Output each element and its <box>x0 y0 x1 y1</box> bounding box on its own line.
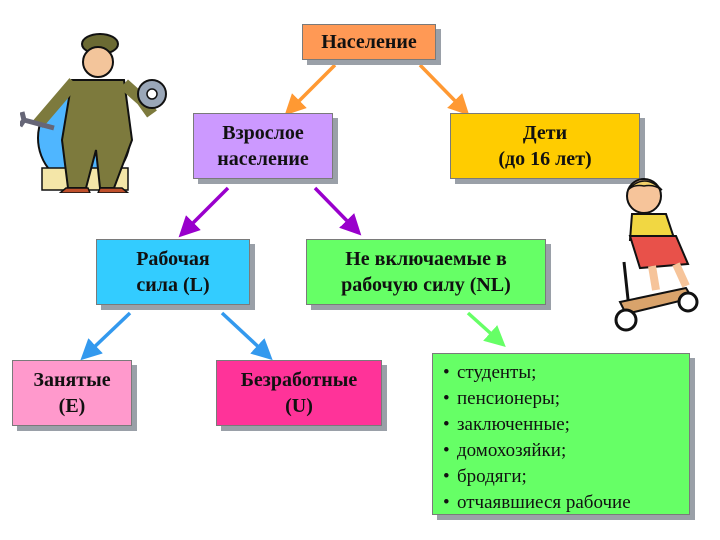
node-employed: Занятые (E) <box>12 360 132 426</box>
node-labor-force: Рабочая сила (L) <box>96 239 250 305</box>
arrow-notincluded-list <box>466 311 506 348</box>
node-population: Население <box>302 24 436 60</box>
node-labor-force-line2: сила (L) <box>136 274 210 296</box>
node-unemployed: Безработные (U) <box>216 360 382 426</box>
list-item: пенсионеры; <box>443 386 683 412</box>
list-item: заключенные; <box>443 412 683 438</box>
node-unemployed-line1: Безработные <box>240 369 358 391</box>
node-children: Дети (до 16 лет) <box>450 113 640 179</box>
arrow-labor-unemployed <box>220 311 273 361</box>
arrow-population-children <box>418 63 470 116</box>
node-adults-line1: Взрослое <box>222 122 304 144</box>
list-item: студенты; <box>443 360 683 386</box>
node-adults-line2: население <box>217 148 309 170</box>
node-not-included-line1: Не включаемые в <box>345 248 507 270</box>
node-children-line1: Дети <box>522 122 568 144</box>
worker-illustration <box>20 33 167 193</box>
arrow-population-adults <box>284 63 337 116</box>
node-children-line2: (до 16 лет) <box>498 148 592 170</box>
node-not-included-line2: рабочую силу (NL) <box>341 274 511 296</box>
arrow-labor-employed <box>80 311 132 361</box>
arrow-adults-notincluded <box>313 186 362 236</box>
node-unemployed-line2: (U) <box>285 395 313 417</box>
node-employed-line2: (E) <box>58 395 86 417</box>
list-item: отчаявшиеся рабочие <box>443 490 683 516</box>
node-adults: Взрослое население <box>193 113 333 179</box>
node-employed-line1: Занятые <box>33 369 111 391</box>
child-scooter-illustration <box>614 178 699 332</box>
list-item: бродяги; <box>443 464 683 490</box>
node-labor-force-line1: Рабочая <box>136 248 210 270</box>
list-item: домохозяйки; <box>443 438 683 464</box>
node-population-label: Население <box>321 31 417 53</box>
not-included-list: студенты; пенсионеры; заключенные; домох… <box>432 353 690 515</box>
node-not-included: Не включаемые в рабочую силу (NL) <box>306 239 546 305</box>
arrow-adults-labor <box>178 186 230 238</box>
